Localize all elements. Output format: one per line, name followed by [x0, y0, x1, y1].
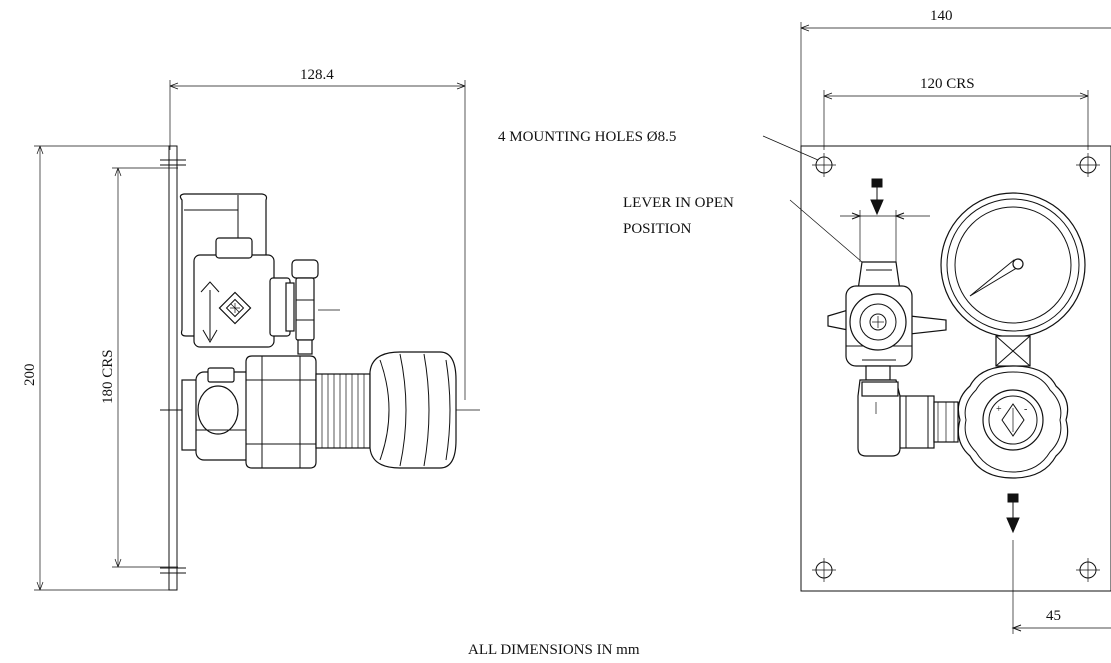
minus-mark: - [1024, 404, 1027, 415]
regulator-side [245, 351, 480, 469]
mounting-hole-bottom-right [1076, 558, 1100, 582]
pressure-gauge [940, 192, 1086, 367]
front-view: 140 120 CRS [498, 8, 1111, 634]
dimensions-note: ALL DIMENSIONS IN mm [468, 642, 640, 658]
callout-mounting-holes: 4 MOUNTING HOLES Ø8.5 [498, 129, 819, 161]
dimension-crs-120: 120 CRS [823, 76, 1089, 150]
height-200-label: 200 [22, 364, 38, 387]
plus-mark: + [996, 404, 1002, 415]
mounting-hole-top-left [812, 153, 836, 177]
outlet-flow-arrow [1006, 493, 1020, 534]
crs-180-label: 180 CRS [100, 349, 116, 404]
valve-side-body [193, 237, 295, 348]
dimension-crs-180: 180 CRS [100, 167, 178, 568]
side-view: 128.4 200 180 CRS [22, 67, 480, 591]
ball-valve-side [181, 367, 257, 461]
lever-width-dimension [840, 210, 930, 262]
mounting-holes-label: 4 MOUNTING HOLES Ø8.5 [498, 129, 676, 145]
test-point-side [291, 259, 340, 355]
regulator-handwheel-front: + - [957, 365, 1069, 479]
width-128-4-label: 128.4 [300, 67, 334, 83]
lever-label-line1: LEVER IN OPEN [623, 195, 734, 211]
callout-lever: LEVER IN OPEN POSITION [623, 195, 863, 263]
mounting-plate-side [160, 145, 186, 591]
lever-label-line2: POSITION [623, 221, 692, 237]
inlet-flow-arrow [870, 178, 884, 216]
mounting-hole-bottom-left [812, 558, 836, 582]
dimension-offset-45: 45 [1011, 540, 1111, 634]
width-140-label: 140 [930, 8, 953, 24]
dimension-width-140: 140 [800, 8, 1111, 146]
dimension-height-200: 200 [22, 145, 176, 591]
crs-120-label: 120 CRS [920, 76, 975, 92]
ball-valve-front [827, 261, 947, 381]
offset-45-label: 45 [1046, 608, 1061, 624]
elbow-fitting [857, 379, 959, 457]
mounting-hole-top-right [1076, 153, 1100, 177]
dimension-width-128-4: 128.4 [169, 67, 466, 400]
mounting-plate-front [800, 145, 1111, 592]
